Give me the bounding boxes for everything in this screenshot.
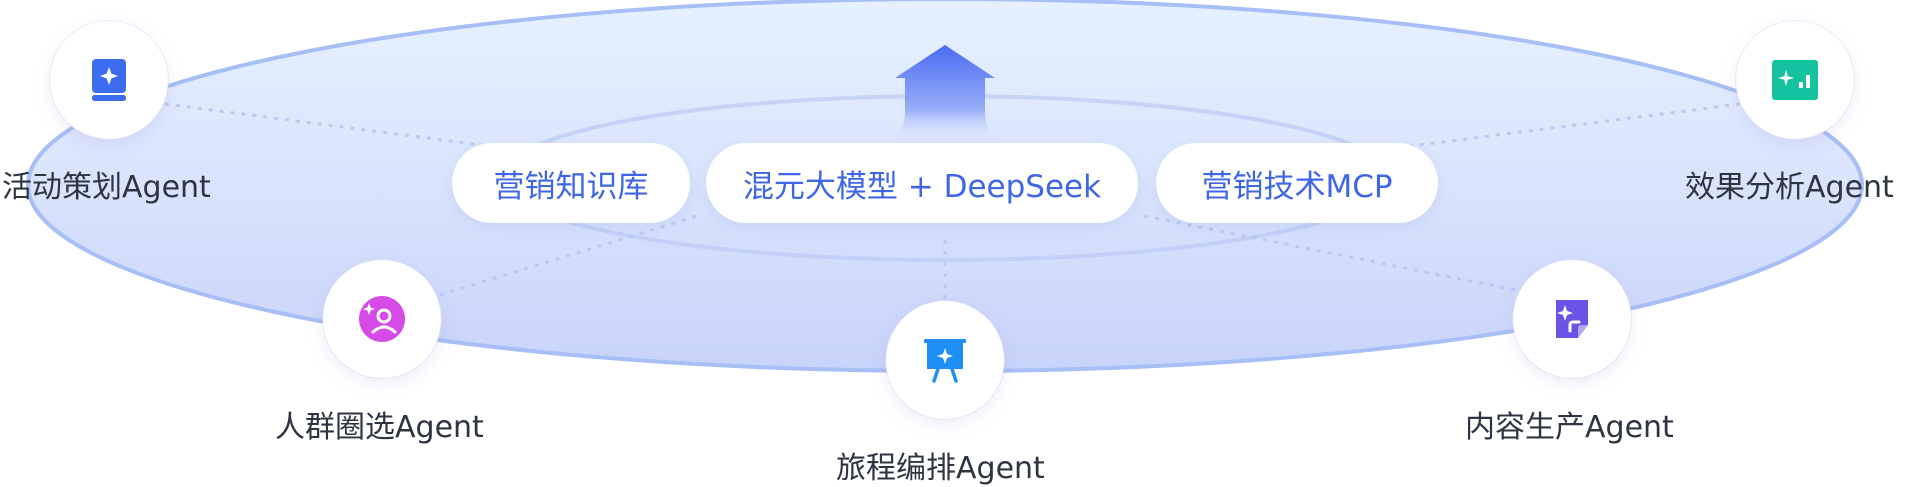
audience-agent-node[interactable] [323, 260, 441, 378]
document-sparkle-icon [1556, 300, 1588, 338]
activity-agent-label: 活动策划Agent [2, 170, 211, 205]
knowledge-base-pill: 营销知识库 [452, 143, 690, 223]
presentation-board-icon [924, 339, 966, 383]
book-sparkle-icon [92, 59, 126, 101]
content-agent-label: 内容生产Agent [1465, 410, 1674, 445]
mcp-pill: 营销技术MCP [1156, 143, 1438, 223]
model-pill: 混元大模型 + DeepSeek [706, 143, 1138, 223]
chart-sparkle-icon [1772, 60, 1818, 100]
audience-agent-label: 人群圈选Agent [275, 410, 484, 445]
activity-agent-node[interactable] [50, 21, 168, 139]
journey-agent-label: 旅程编排Agent [836, 451, 1045, 486]
user-sparkle-icon [359, 296, 405, 342]
content-agent-node[interactable] [1513, 260, 1631, 378]
analysis-agent-label: 效果分析Agent [1685, 170, 1894, 205]
analysis-agent-node[interactable] [1736, 21, 1854, 139]
journey-agent-node[interactable] [886, 301, 1004, 419]
